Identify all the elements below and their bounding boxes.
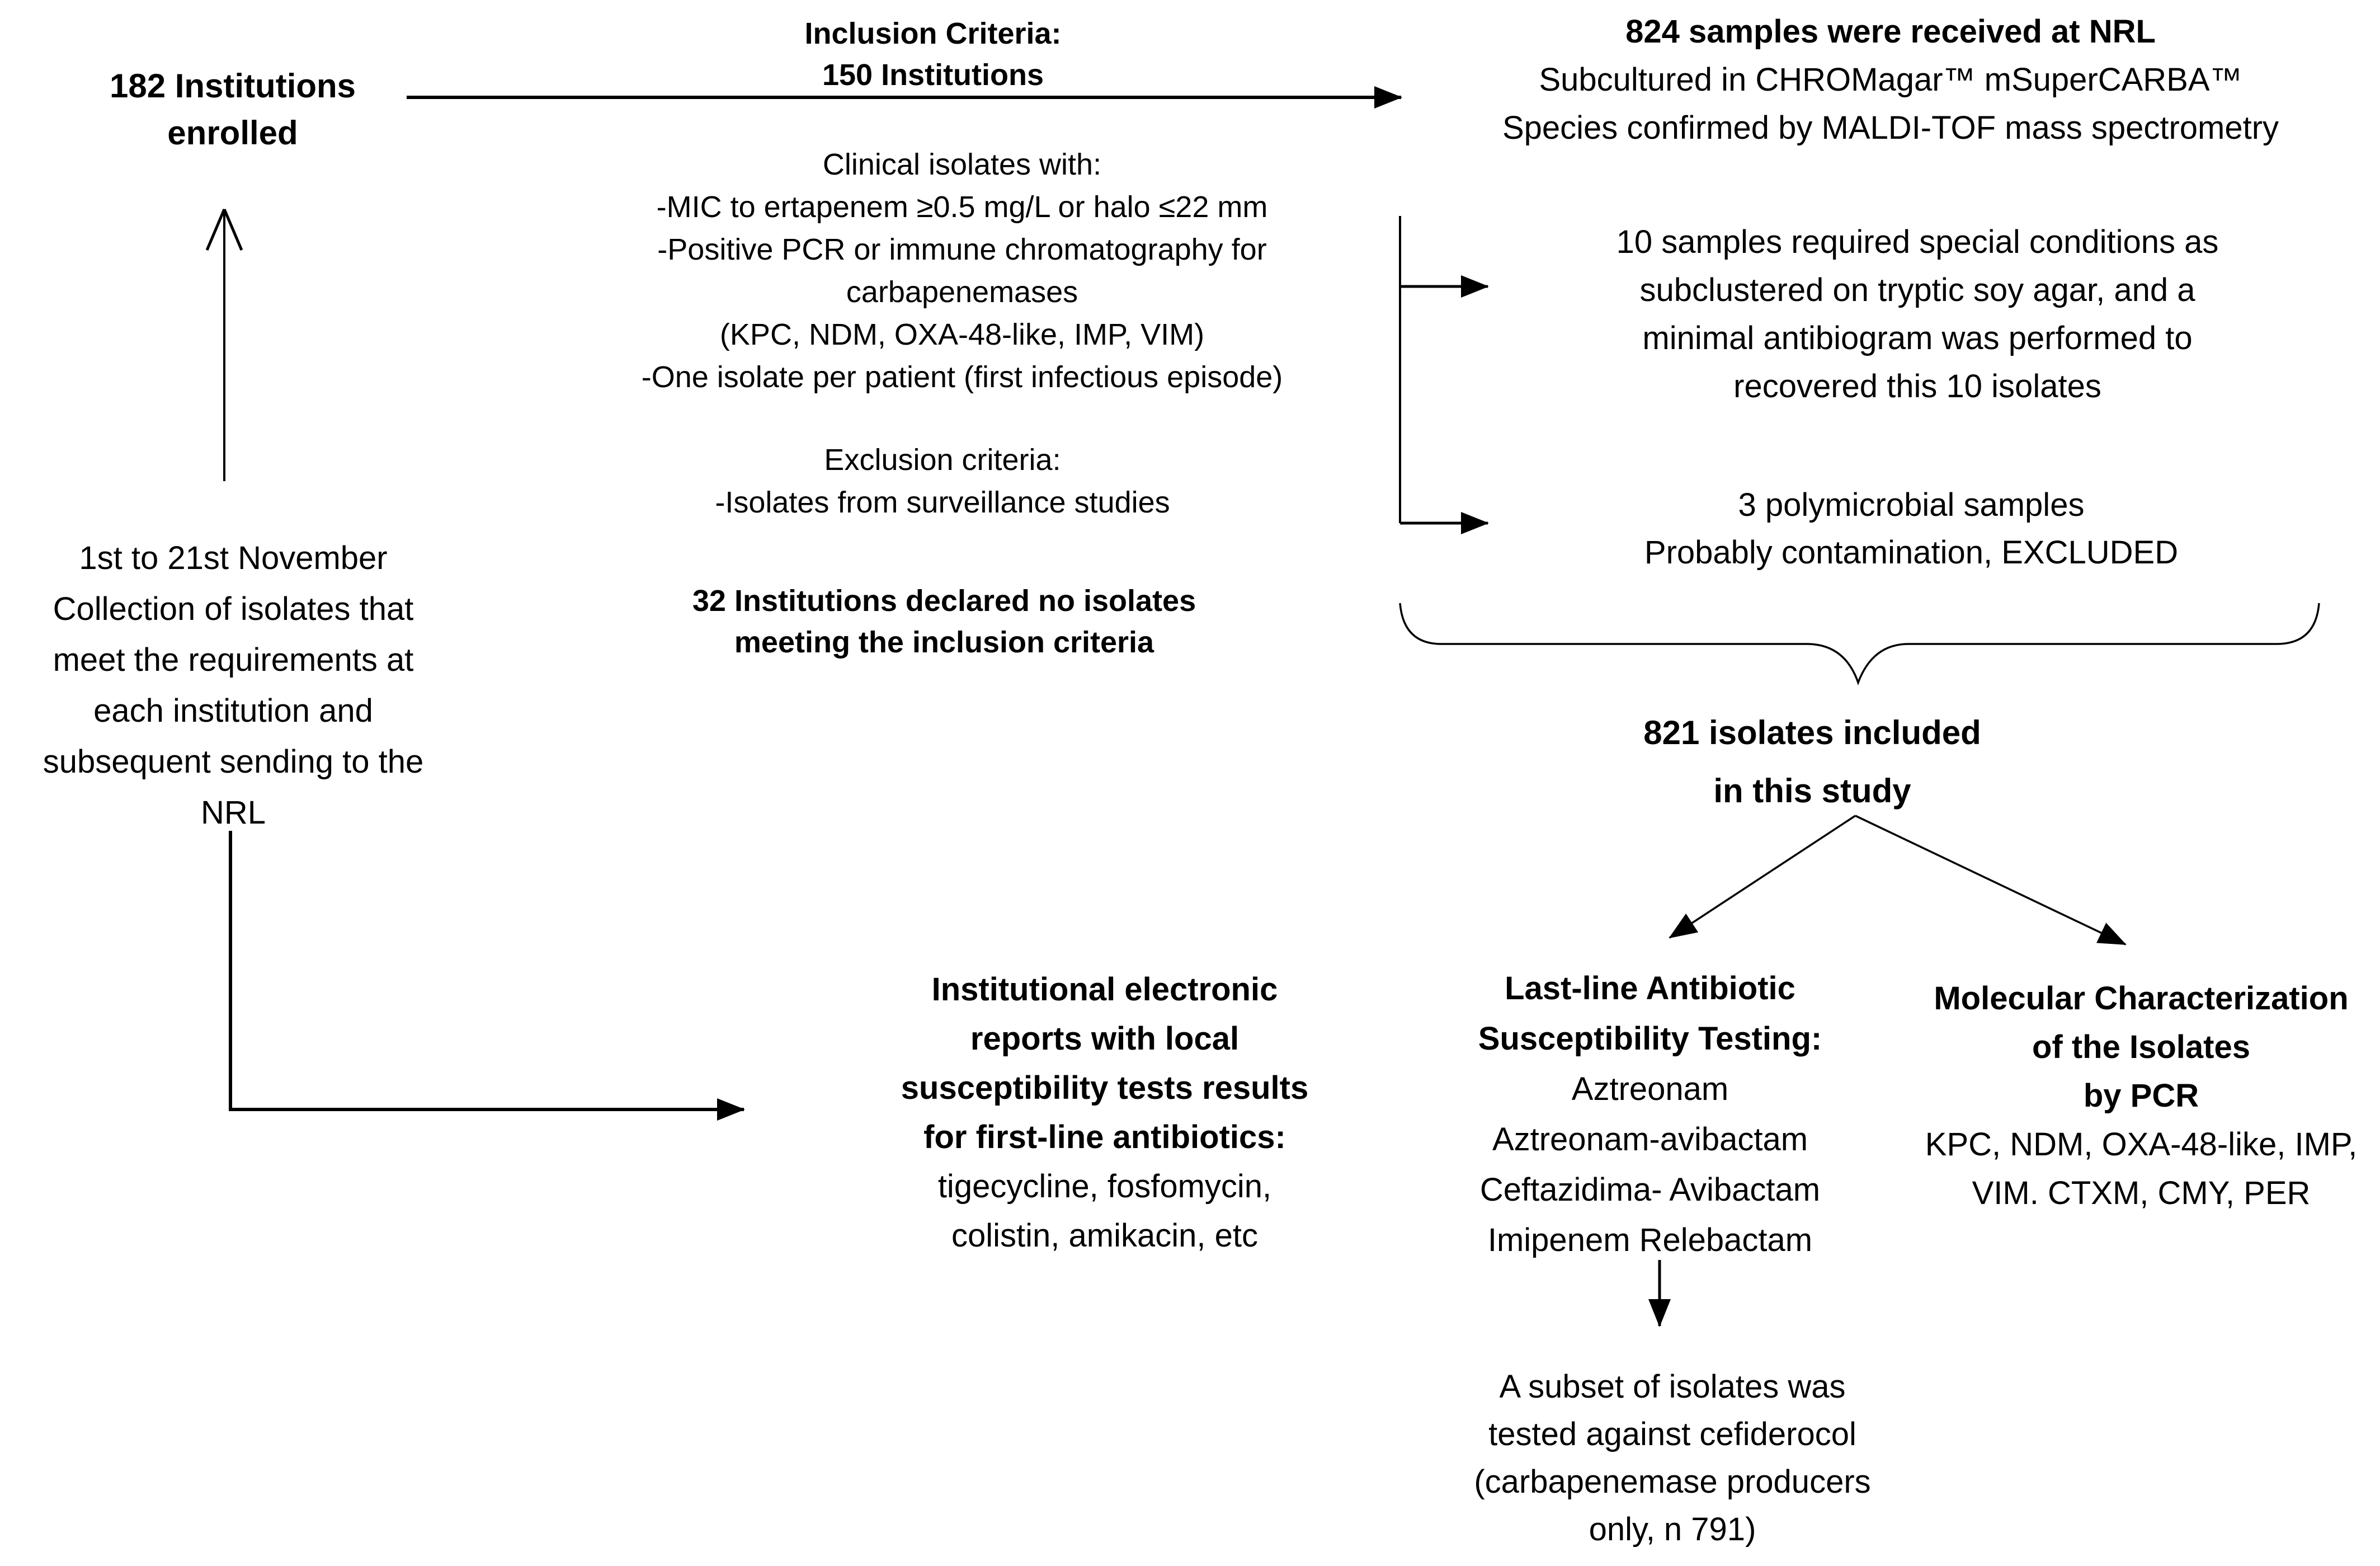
node-line: -MIC to ertapenem ≥0.5 mg/L or halo ≤22 … [656,190,1268,224]
node-line: Clinical isolates with: [822,148,1102,181]
node-line: by PCR [2083,1078,2199,1114]
node-isolates-included: 821 isolates included in this study [1643,704,1981,820]
arrow-collection-to-enrolled [205,209,243,481]
node-lastline-susceptibility: Last-line Antibiotic Susceptibility Test… [1478,963,1822,1266]
arrow-received-branches [1399,216,1489,534]
node-line: Species confirmed by MALDI-TOF mass spec… [1502,110,2279,146]
node-line: carbapenemases [846,275,1078,309]
node-line: Aztreonam-avibactam [1492,1121,1808,1158]
node-line: (carbapenemase producers [1474,1464,1871,1500]
arrow-collection-to-reports [229,831,745,1121]
node-line: VIM. CTXM, CMY, PER [1972,1175,2311,1211]
node-line: Subcultured in CHROMagar™ mSuperCARBA™ [1539,62,2242,98]
node-line: Ceftazidima- Avibactam [1479,1172,1821,1208]
node-line: 3 polymicrobial samples [1738,487,2085,523]
node-line: Last-line Antibiotic [1505,970,1795,1007]
node-line: Aztreonam [1571,1071,1729,1107]
node-line: recovered this 10 isolates [1733,368,2101,405]
node-line: Inclusion Criteria: [804,17,1062,50]
arrow-included-branches [1669,815,2127,946]
node-line: susceptibility tests results [901,1070,1309,1106]
node-no-isolates-declared: 32 Institutions declared no isolates mee… [692,580,1196,663]
node-institutional-reports: Institutional electronic reports with lo… [901,965,1308,1261]
node-collection-period: 1st to 21st November Collection of isola… [43,533,423,838]
node-line: (KPC, NDM, OXA-48-like, IMP, VIM) [719,318,1205,351]
node-special-conditions: 10 samples required special conditions a… [1616,218,2219,411]
node-institutions-enrolled: 182 Institutions enrolled [110,63,356,157]
node-molecular-characterization: Molecular Characterization of the Isolat… [1925,974,2357,1217]
node-line: reports with local [970,1021,1240,1057]
node-line: for first-line antibiotics: [923,1119,1286,1155]
node-line: tigecycline, fosfomycin, [937,1168,1272,1205]
node-line: Institutional electronic [931,971,1278,1008]
node-line: -One isolate per patient (first infectio… [641,360,1283,394]
node-line: Molecular Characterization [1934,980,2349,1017]
node-inclusion-criteria-header: Inclusion Criteria: 150 Institutions [804,13,1061,96]
node-samples-received: 824 samples were received at NRL Subcult… [1502,8,2279,152]
node-line: -Isolates from surveillance studies [715,486,1170,519]
node-polymicrobial-excluded: 3 polymicrobial samples Probably contami… [1644,481,2178,576]
node-line: meeting the inclusion criteria [734,626,1154,659]
node-line: KPC, NDM, OXA-48-like, IMP, [1925,1126,2358,1163]
node-line: Collection of isolates that [53,591,414,627]
node-line: -Positive PCR or immune chromatography f… [657,233,1267,266]
node-line: each institution and [93,693,373,729]
node-line: 1st to 21st November [79,540,388,576]
node-line: 32 Institutions declared no isolates [692,584,1196,618]
node-line: Susceptibility Testing: [1478,1021,1822,1057]
node-line: 10 samples required special conditions a… [1616,224,2219,260]
node-line: enrolled [167,114,298,152]
node-line: Probably contamination, EXCLUDED [1644,534,2179,571]
node-line: 821 isolates included [1643,714,1981,751]
node-line: 182 Institutions [109,67,356,105]
node-line: Exclusion criteria: [824,443,1061,477]
node-cefiderocol-subset: A subset of isolates was tested against … [1474,1363,1870,1553]
node-line: only, n 791) [1589,1511,1756,1548]
node-line: Imipenem Relebactam [1487,1222,1813,1258]
node-line: tested against cefiderocol [1488,1416,1856,1452]
node-line: meet the requirements at [53,642,414,678]
node-line: in this study [1713,772,1911,810]
node-line: NRL [200,794,266,831]
node-exclusion-criteria: Exclusion criteria: -Isolates from surve… [715,439,1170,524]
node-line: subclustered on tryptic soy agar, and a [1639,272,2195,308]
node-line: of the Isolates [2032,1029,2250,1065]
node-line: subsequent sending to the [43,744,424,780]
node-line: A subset of isolates was [1499,1369,1846,1405]
node-clinical-isolate-criteria: Clinical isolates with: -MIC to ertapene… [642,143,1283,398]
curly-brace [1399,603,2320,686]
node-line: colistin, amikacin, etc [951,1217,1258,1254]
node-line: minimal antibiogram was performed to [1642,320,2193,356]
node-line: 824 samples were received at NRL [1625,13,2156,50]
node-line: 150 Institutions [822,58,1044,92]
